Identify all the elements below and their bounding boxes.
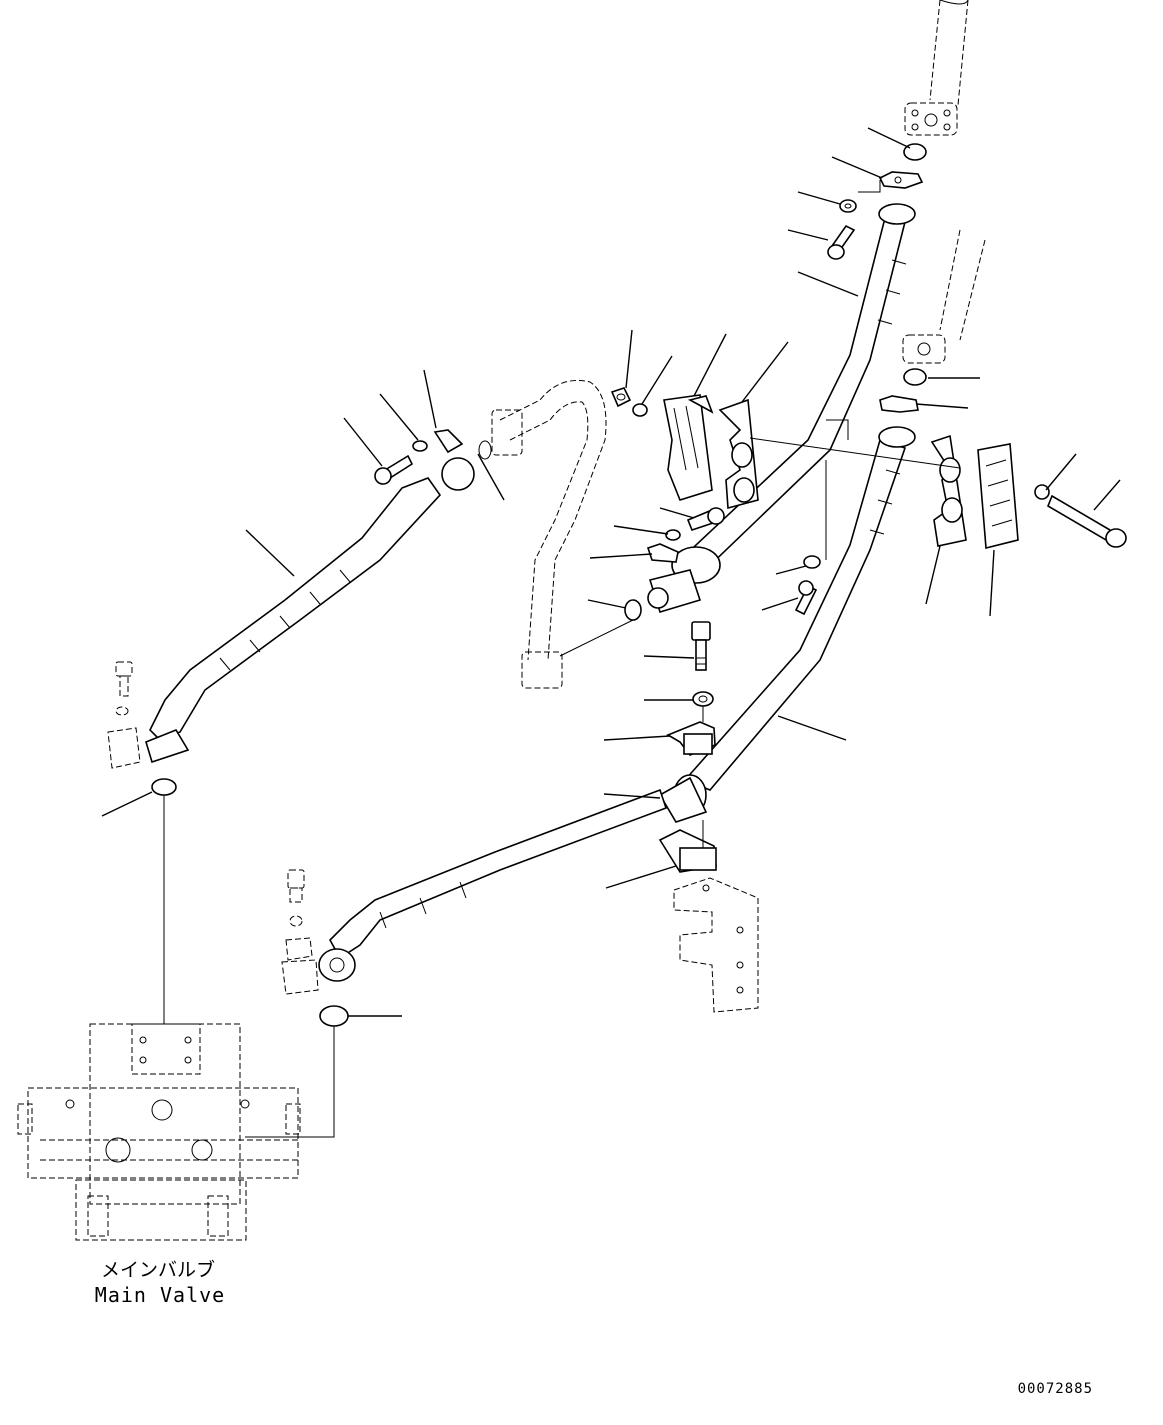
washer-far-right [1034,484,1050,500]
bolt-center [691,621,711,671]
main-valve-label-jp: メインバルブ [101,1258,215,1281]
split-flange-mid [646,543,679,563]
clamp-block-lower [658,829,717,873]
o-ring-right [903,368,927,386]
split-flange-right [879,395,919,413]
hose-left [145,429,475,764]
split-flange-upper [878,171,924,189]
clamp-half-d [977,443,1019,550]
nut-clamp [610,387,632,408]
main-valve-label-en: Main Valve [95,1283,225,1307]
drawing-number: 00072885 [1018,1381,1093,1397]
washer-clamp [632,403,648,417]
clamp-half-a [663,394,714,501]
hose-upper-right [647,203,916,613]
washer-upper [839,199,857,213]
bolt-right [794,580,818,616]
clamp-block-upper [666,721,716,756]
washer-center [692,691,714,707]
washer-right [803,555,821,569]
o-ring-mid [624,599,642,621]
clamp-half-b [718,398,759,510]
hose-lower-center [318,788,668,982]
hose-lower-right [683,426,916,791]
upper-pipe-phantom [904,0,969,136]
leader-lines [101,127,1121,1017]
washer-left [412,440,428,452]
right-pipe-phantom [902,229,986,364]
o-ring-lower [319,1005,349,1027]
bolt-left [374,454,414,485]
j-pipe-phantom [478,380,607,689]
clamp-half-c [930,434,967,547]
fastener-stack-left-phantom [107,661,141,769]
o-ring-left [151,778,177,796]
bolt-upper [827,224,856,260]
fastener-stack-lower-phantom [281,869,319,995]
hose-joint-sleeve [658,774,708,823]
bolt-far-right [1047,494,1127,548]
connection-lines [163,180,961,1138]
bracket-phantom [673,877,759,1013]
main-valve-phantom [17,1023,301,1241]
washer-mid [665,529,681,541]
bolt-clamp [686,507,725,531]
